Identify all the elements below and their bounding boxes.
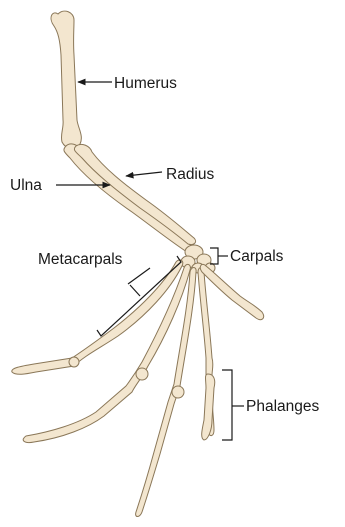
svg-text:Carpals: Carpals	[230, 248, 284, 265]
label-humerus: Humerus	[78, 75, 177, 92]
svg-text:Ulna: Ulna	[10, 177, 42, 194]
svg-text:Phalanges: Phalanges	[246, 398, 320, 415]
svg-text:Radius: Radius	[166, 166, 214, 183]
radius-bone	[74, 144, 195, 244]
humerus-bone	[51, 11, 81, 148]
digit-5	[200, 264, 263, 319]
label-radius: Radius	[126, 166, 214, 183]
label-phalanges: Phalanges	[222, 370, 320, 440]
forearm-bones	[64, 144, 196, 254]
svg-text:Humerus: Humerus	[114, 75, 177, 92]
digit-4	[198, 268, 215, 441]
label-carpals: Carpals	[210, 248, 284, 265]
svg-text:Metacarpals: Metacarpals	[38, 251, 123, 268]
digit-1	[12, 260, 183, 374]
